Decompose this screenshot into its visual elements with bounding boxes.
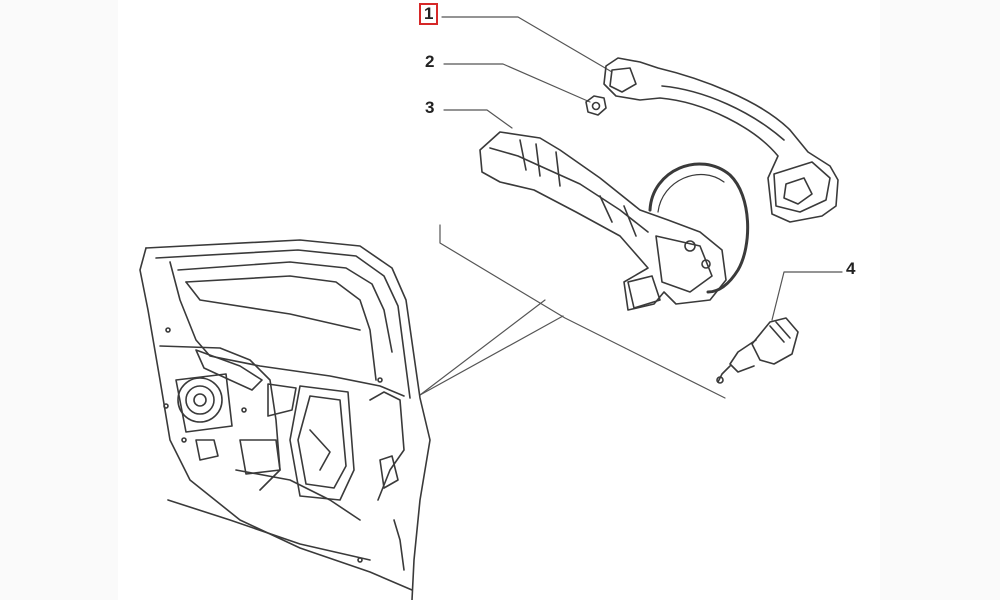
left-margin bbox=[0, 0, 118, 600]
outer-door-handle bbox=[603, 57, 839, 223]
leader-line-door-2 bbox=[419, 315, 564, 396]
diagram-panel bbox=[118, 0, 880, 600]
leader-lines bbox=[419, 16, 843, 399]
callout-2-label[interactable]: 2 bbox=[425, 52, 435, 71]
callout-3-label[interactable]: 3 bbox=[425, 98, 435, 117]
leader-line-1 bbox=[441, 16, 613, 73]
leader-line-door bbox=[419, 299, 546, 396]
leader-line-assembly bbox=[439, 224, 726, 399]
leader-line-3 bbox=[443, 109, 513, 129]
door-assembly bbox=[139, 239, 431, 600]
callout-1-label[interactable]: 1 bbox=[418, 3, 439, 25]
leader-line-4 bbox=[771, 271, 843, 321]
retaining-nut bbox=[585, 95, 607, 116]
callout-4-label[interactable]: 4 bbox=[846, 259, 856, 278]
leader-line-2 bbox=[443, 63, 591, 103]
lock-cylinder bbox=[716, 317, 799, 384]
handle-support-bracket bbox=[479, 131, 750, 311]
right-margin bbox=[880, 0, 1000, 600]
